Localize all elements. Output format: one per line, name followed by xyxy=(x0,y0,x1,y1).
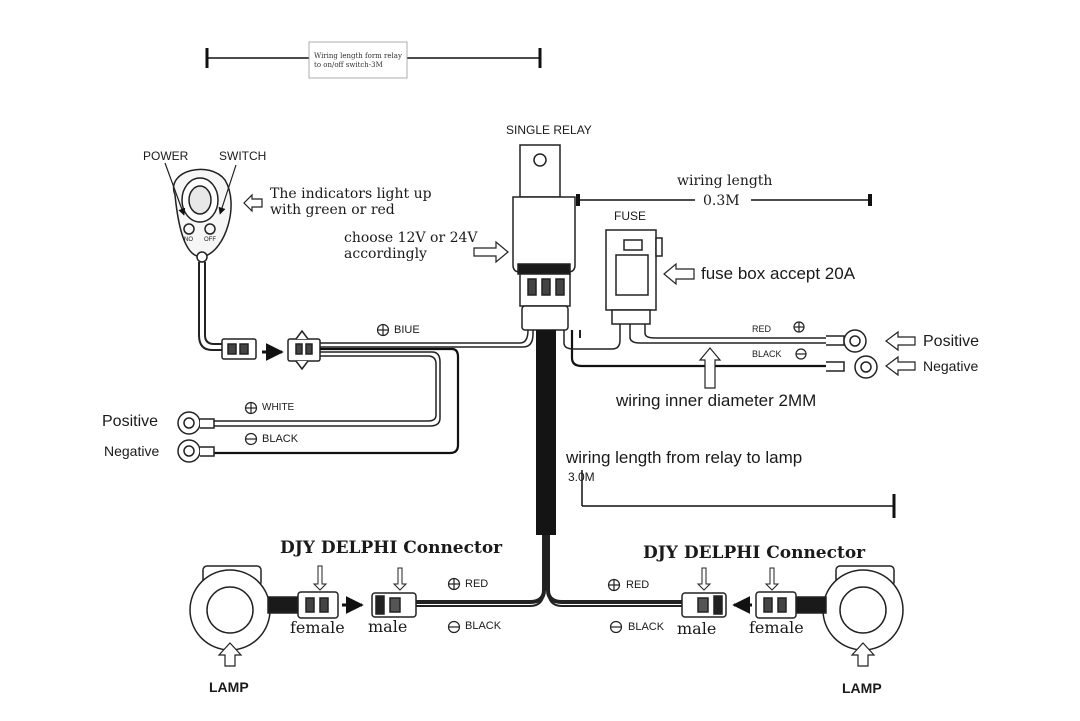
right-male-label: male xyxy=(677,619,717,638)
left-female-connector xyxy=(297,565,364,619)
switch-no-label: NO xyxy=(184,237,193,243)
left-black-label-bottom: BLACK xyxy=(465,620,502,632)
right-red-label: RED xyxy=(752,324,772,334)
indicator-arrow-icon xyxy=(243,193,263,213)
left-negative-label: Negative xyxy=(104,443,160,459)
indicator-line1: The indicators light up xyxy=(270,186,432,202)
right-black-label-bottom: BLACK xyxy=(628,621,665,633)
lamp-length-dimension xyxy=(581,470,896,518)
main-trunk xyxy=(415,330,690,607)
right-wiring xyxy=(563,324,840,368)
left-male-label: male xyxy=(368,617,408,636)
switch-cable xyxy=(198,262,222,351)
right-black-label: BLACK xyxy=(752,349,782,359)
left-blue-label: BIUE xyxy=(394,324,420,336)
switch-power-label: POWER xyxy=(143,149,189,163)
left-lamp-arrow-icon xyxy=(217,642,243,667)
left-white-label: WHITE xyxy=(262,402,295,413)
voltage-arrow-icon xyxy=(473,240,509,264)
positive-arrow-icon xyxy=(885,330,916,352)
top-note-dimension xyxy=(205,41,542,79)
left-connector-title: DJY DELPHI Connector xyxy=(280,538,503,558)
relay-voltage-line2: accordingly xyxy=(344,246,427,262)
inner-diameter-arrow-icon xyxy=(698,347,722,389)
inner-diameter-label: wiring inner diameter 2MM xyxy=(616,391,817,410)
top-note-line1: Wiring length form relay xyxy=(314,52,402,60)
left-lamp-label: LAMP xyxy=(209,679,249,695)
polarity-symbols xyxy=(244,321,807,634)
wiring-length-dimension xyxy=(576,192,872,208)
relay xyxy=(512,144,576,331)
right-connector-title: DJY DELPHI Connector xyxy=(643,543,866,563)
left-lamp xyxy=(189,565,299,651)
wiring-length-label: wiring length xyxy=(677,173,773,189)
right-female-label: female xyxy=(749,618,804,637)
top-note-line2: to on/off switch-3M xyxy=(314,61,383,69)
left-ring-terminals xyxy=(177,411,215,463)
wiring-length-value: 0.3M xyxy=(703,193,740,209)
negative-arrow-icon xyxy=(885,355,916,377)
fuse-holder xyxy=(605,229,663,325)
fuse-arrow-icon xyxy=(663,262,695,286)
right-ring-terminals xyxy=(826,329,878,379)
switch-box xyxy=(164,162,237,263)
indicator-line2: with green or red xyxy=(270,202,395,218)
relay-title: SINGLE RELAY xyxy=(506,123,592,137)
left-female-label: female xyxy=(290,618,345,637)
lamp-length-value: 3.0M xyxy=(568,470,595,484)
right-red-label-bottom: RED xyxy=(626,579,650,591)
right-female-connector xyxy=(732,567,797,619)
fuse-title: FUSE xyxy=(614,209,647,223)
switch-off-label: OFF xyxy=(204,237,216,243)
left-positive-label: Positive xyxy=(102,413,159,430)
left-wiring xyxy=(210,320,534,455)
left-black-label: BLACK xyxy=(262,433,299,445)
right-lamp xyxy=(795,565,904,651)
right-positive-label: Positive xyxy=(923,333,980,350)
right-lamp-label: LAMP xyxy=(842,680,882,696)
left-male-connector xyxy=(371,567,417,618)
fuse-note: fuse box accept 20A xyxy=(701,264,856,283)
right-male-connector xyxy=(681,567,727,618)
relay-voltage-line1: choose 12V or 24V xyxy=(344,230,478,246)
switch-switch-label: SWITCH xyxy=(219,149,267,163)
right-negative-label: Negative xyxy=(923,358,979,374)
left-red-label: RED xyxy=(465,578,489,590)
switch-connector-pair xyxy=(221,329,321,371)
lamp-length-label: wiring length from relay to lamp xyxy=(566,448,803,467)
right-lamp-arrow-icon xyxy=(850,642,876,667)
